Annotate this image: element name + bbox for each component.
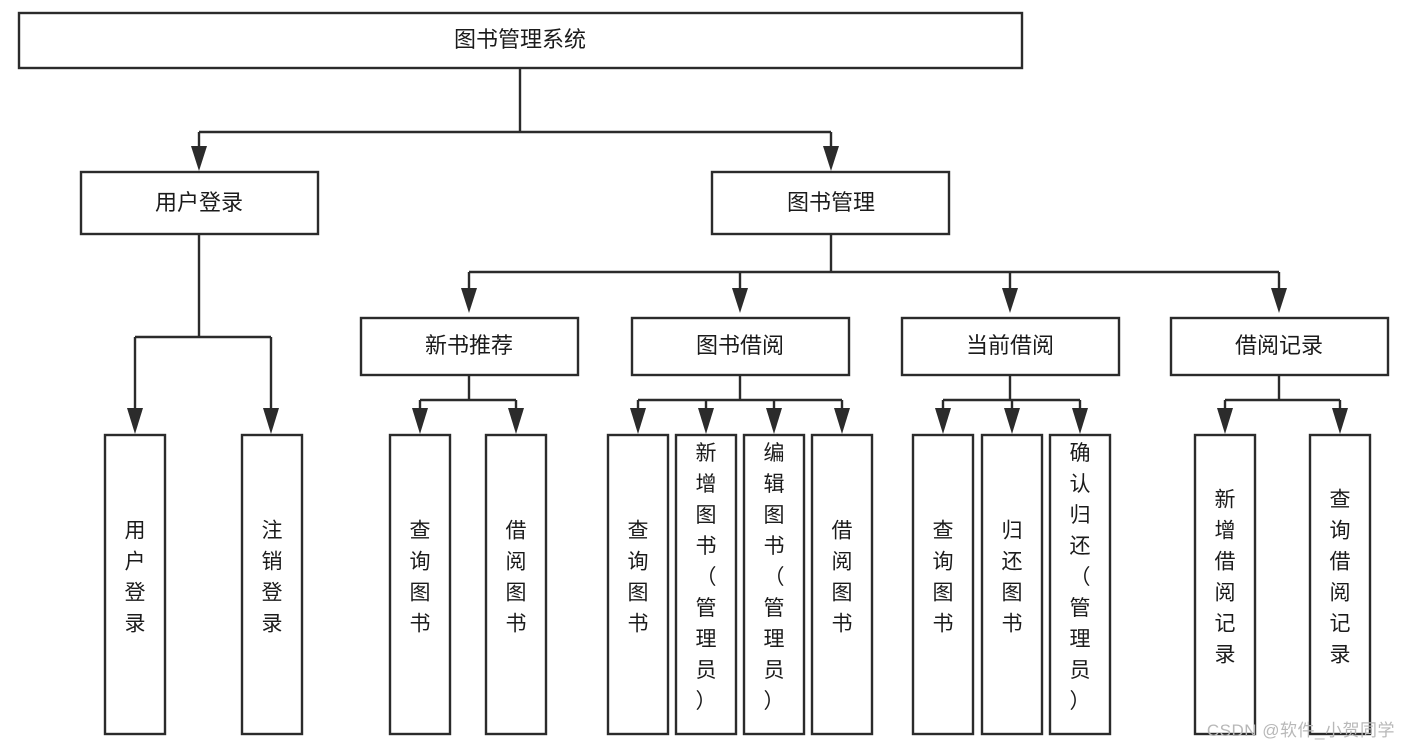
- arrow-head-book-borrow: [732, 288, 748, 313]
- leaf-query-book-2-box: [606, 433, 670, 736]
- leaf-borrow-book-2-label: 借阅图书: [832, 520, 853, 636]
- node-root-label: 图书管理系统: [454, 27, 586, 52]
- leaf-node-query-book-2[interactable]: 查询图书: [606, 433, 670, 736]
- leaf-user-logout-box: [240, 433, 304, 736]
- leaf-query-book-3-label: 查询图书: [933, 520, 954, 636]
- leaf-borrow-book-2-box: [810, 433, 874, 736]
- leaf-return-book-label: 归还图书: [1002, 520, 1023, 636]
- arrow-head-leaf-query-book-2: [630, 408, 646, 434]
- leaf-query-record-box: [1308, 433, 1372, 736]
- arrow-head-leaf-query-book-1: [412, 408, 428, 434]
- arrow-head-new-book-recommend: [461, 288, 477, 313]
- csdn-watermark: CSDN @软件_小贺同学: [1206, 721, 1395, 740]
- leaf-node-query-record[interactable]: 查询借阅记录: [1308, 433, 1372, 736]
- leaf-node-query-book-3[interactable]: 查询图书: [911, 433, 975, 736]
- node-user-login-label: 用户登录: [155, 190, 243, 215]
- node-book-manage[interactable]: 图书管理: [710, 170, 951, 236]
- node-current-borrow-label: 当前借阅: [966, 333, 1054, 358]
- node-book-borrow[interactable]: 图书借阅: [630, 316, 851, 377]
- leaf-node-query-book-1[interactable]: 查询图书: [388, 433, 452, 736]
- leaf-user-login-label: 用户登录: [125, 520, 146, 636]
- connector-group-book-borrow-leaves: [630, 375, 850, 434]
- arrow-head-leaf-borrow-book-2: [834, 408, 850, 434]
- leaf-add-book-box: [674, 433, 738, 736]
- arrow-head-leaf-query-book-3: [935, 408, 951, 434]
- connector-group-root: [191, 68, 839, 171]
- connector-group-book-manage: [461, 234, 1287, 313]
- arrow-head-leaf-user-login: [127, 408, 143, 434]
- leaf-add-record-box: [1193, 433, 1257, 736]
- connector-group-borrow-record-leaves: [1217, 375, 1348, 434]
- leaf-query-book-3-box: [911, 433, 975, 736]
- leaf-query-book-2-label: 查询图书: [628, 520, 649, 636]
- leaf-node-edit-book[interactable]: 编辑图书（管理员）: [742, 433, 806, 736]
- leaf-node-user-logout[interactable]: 注销登录: [240, 433, 304, 736]
- arrow-head-leaf-edit-book: [766, 408, 782, 434]
- arrow-head-leaf-confirm-return: [1072, 408, 1088, 434]
- leaf-return-book-box: [980, 433, 1044, 736]
- leaf-confirm-return-label: 确认归还（管理员）: [1070, 442, 1091, 713]
- node-new-book-recommend-label: 新书推荐: [425, 333, 513, 358]
- node-book-manage-label: 图书管理: [787, 190, 875, 215]
- connector-group-new-book-recommend-leaves: [412, 375, 524, 434]
- leaf-query-book-1-box: [388, 433, 452, 736]
- node-book-manage-box: [710, 170, 951, 236]
- arrow-head-leaf-return-book: [1004, 408, 1020, 434]
- arrow-head-leaf-borrow-book-1: [508, 408, 524, 434]
- connector-group-user-login-leaves: [127, 234, 279, 434]
- node-current-borrow-box: [900, 316, 1121, 377]
- leaf-add-record-label: 新增借阅记录: [1215, 489, 1236, 667]
- node-root[interactable]: 图书管理系统: [17, 11, 1024, 70]
- node-current-borrow[interactable]: 当前借阅: [900, 316, 1121, 377]
- leaf-edit-book-box: [742, 433, 806, 736]
- node-borrow-record-label: 借阅记录: [1235, 333, 1323, 358]
- leaf-borrow-book-1-box: [484, 433, 548, 736]
- leaf-confirm-return-box: [1048, 433, 1112, 736]
- leaf-user-logout-label: 注销登录: [262, 520, 283, 636]
- node-book-borrow-label: 图书借阅: [696, 333, 784, 358]
- node-book-borrow-box: [630, 316, 851, 377]
- node-user-login[interactable]: 用户登录: [79, 170, 320, 236]
- leaf-query-book-1-label: 查询图书: [410, 520, 431, 636]
- leaf-node-add-record[interactable]: 新增借阅记录: [1193, 433, 1257, 736]
- node-root-box: [17, 11, 1024, 70]
- leaf-user-login-box: [103, 433, 167, 736]
- leaf-node-user-login[interactable]: 用户登录: [103, 433, 167, 736]
- arrow-head-leaf-query-record: [1332, 408, 1348, 434]
- arrow-head-leaf-add-book: [698, 408, 714, 434]
- leaf-add-book-label: 新增图书（管理员）: [696, 442, 717, 713]
- node-new-book-recommend[interactable]: 新书推荐: [359, 316, 580, 377]
- arrow-head-user-login: [191, 146, 207, 171]
- leaf-query-record-label: 查询借阅记录: [1330, 489, 1351, 667]
- arrow-head-leaf-user-logout: [263, 408, 279, 434]
- leaf-edit-book-label: 编辑图书（管理员）: [764, 442, 785, 713]
- leaf-borrow-book-1-label: 借阅图书: [506, 520, 527, 636]
- node-new-book-recommend-box: [359, 316, 580, 377]
- arrow-head-leaf-add-record: [1217, 408, 1233, 434]
- leaf-node-add-book[interactable]: 新增图书（管理员）: [674, 433, 738, 736]
- leaf-node-borrow-book-1[interactable]: 借阅图书: [484, 433, 548, 736]
- node-borrow-record[interactable]: 借阅记录: [1169, 316, 1390, 377]
- arrow-head-current-borrow: [1002, 288, 1018, 313]
- leaf-node-borrow-book-2[interactable]: 借阅图书: [810, 433, 874, 736]
- arrow-head-borrow-record: [1271, 288, 1287, 313]
- leaf-node-confirm-return[interactable]: 确认归还（管理员）: [1048, 433, 1112, 736]
- arrow-head-book-manage: [823, 146, 839, 171]
- node-borrow-record-box: [1169, 316, 1390, 377]
- leaf-node-return-book[interactable]: 归还图书: [980, 433, 1044, 736]
- connector-group-current-borrow-leaves: [935, 375, 1088, 434]
